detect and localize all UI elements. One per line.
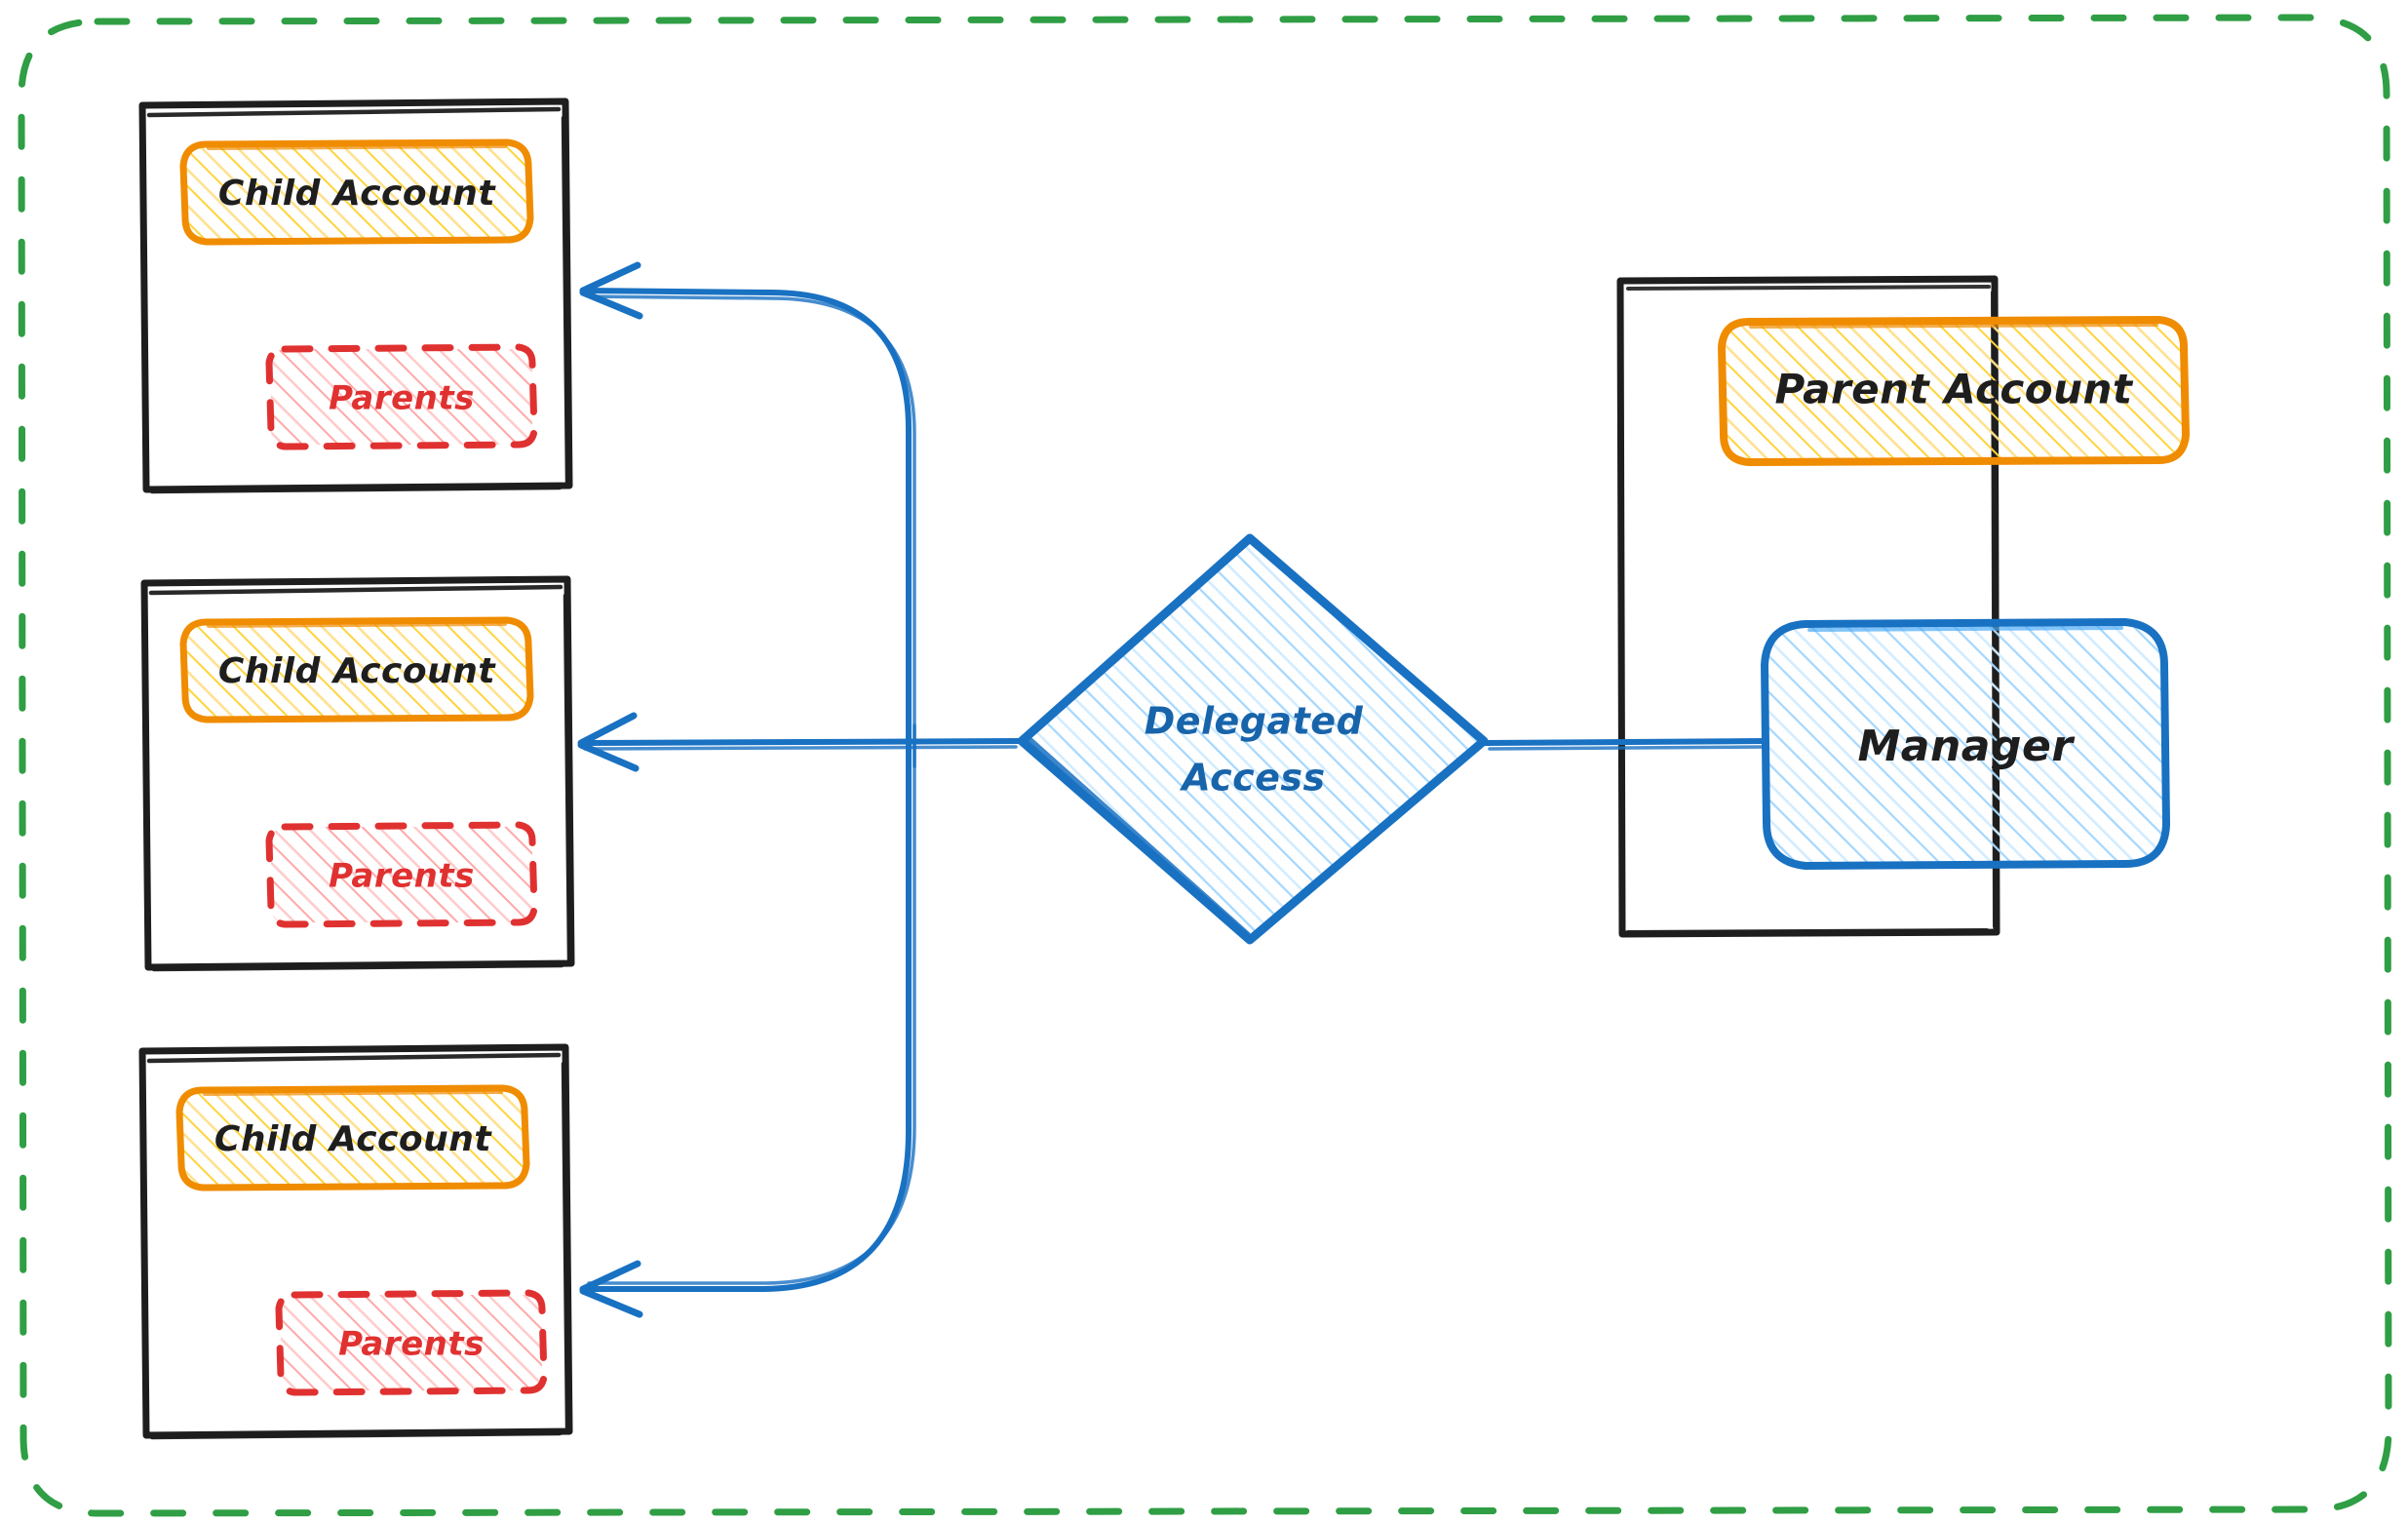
child-account-container-3[interactable]: Child Account Parents bbox=[138, 1043, 573, 1440]
connector-delegated-access-to-child-3[interactable] bbox=[579, 719, 916, 1318]
delegated-access-label-line1: Delegated bbox=[1145, 700, 1364, 743]
child-account-container-1[interactable]: Child Account Parents bbox=[138, 98, 573, 494]
delegated-access-label-line2: Access bbox=[1179, 757, 1325, 800]
child-account-container-2[interactable]: Child Account Parents bbox=[140, 575, 575, 972]
connector-delegated-access-to-child-2[interactable] bbox=[577, 712, 1023, 772]
child-account-box-3[interactable] bbox=[175, 1084, 530, 1192]
parent-account-container[interactable]: Parent Account Manager bbox=[1616, 275, 2191, 938]
parents-label-3: Parents bbox=[338, 1325, 485, 1364]
child-account-label-1: Child Account bbox=[218, 174, 496, 214]
child-account-box-1[interactable] bbox=[179, 138, 534, 246]
parents-label-1: Parents bbox=[329, 379, 475, 418]
parents-box-1[interactable] bbox=[265, 343, 538, 450]
connector-delegated-access-to-child-1[interactable] bbox=[579, 261, 916, 773]
parents-box-2[interactable] bbox=[265, 821, 538, 928]
manager-box[interactable] bbox=[1760, 617, 2171, 871]
parents-box-3[interactable] bbox=[275, 1289, 548, 1396]
parent-account-box[interactable] bbox=[1717, 315, 2191, 467]
child-account-label-3: Child Account bbox=[214, 1119, 492, 1159]
parent-account-label: Parent Account bbox=[1775, 366, 2134, 413]
child-account-label-2: Child Account bbox=[218, 651, 496, 691]
outer-boundary bbox=[18, 14, 2392, 1517]
parents-label-2: Parents bbox=[329, 857, 475, 896]
child-account-box-2[interactable] bbox=[179, 616, 534, 723]
connector-manager-to-delegated-access[interactable] bbox=[1483, 738, 1767, 751]
manager-label: Manager bbox=[1857, 722, 2075, 771]
delegated-access-diamond[interactable]: Delegated Access bbox=[1017, 533, 1489, 945]
